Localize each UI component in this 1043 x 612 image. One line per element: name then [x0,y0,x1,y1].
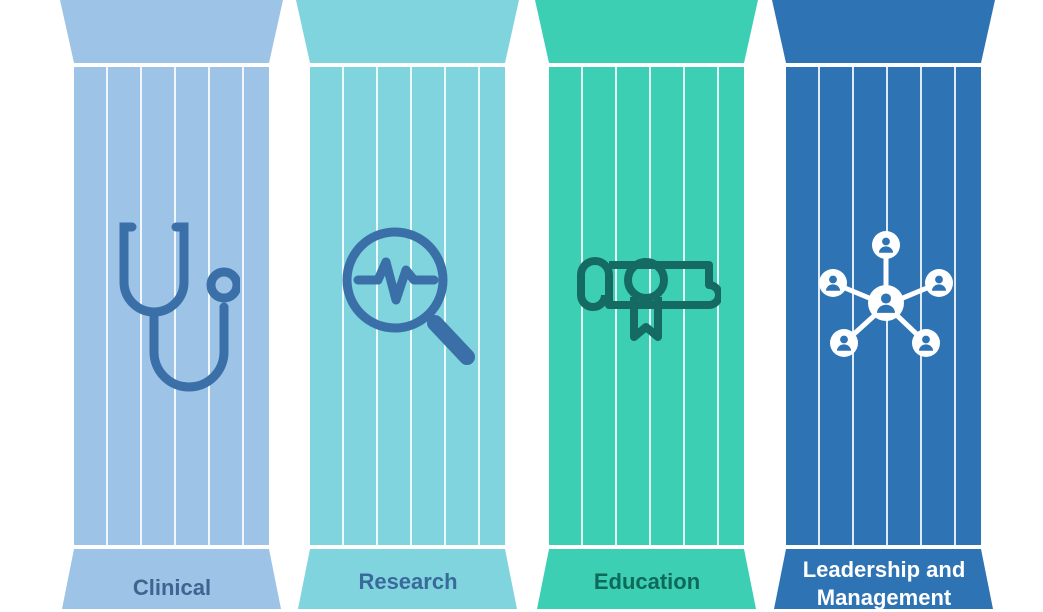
pillar-shaft [310,67,505,545]
pillar-base [774,549,993,609]
pillar-leadership-and-management: Leadership and Management [772,0,1008,610]
pillar-clinical: Clinical [60,0,296,609]
stethoscope-icon [104,215,242,395]
pillar-base [298,549,517,609]
diploma-icon [571,215,723,395]
pillar-research: Research [296,0,532,609]
pillar-label: Leadership and Management [802,557,966,610]
pillar-top-cap [772,0,995,63]
pillar-label: Clinical [132,575,212,600]
pillar-label: Research [358,569,458,594]
pillar-top-cap [535,0,758,63]
magnifier-pulse-icon [340,215,476,395]
pillar-base [62,549,281,609]
network-people-icon [816,215,953,395]
pillar-education: Education [535,0,771,609]
pillar-label: Education [593,569,701,594]
pillar-top-cap [60,0,283,63]
pillar-top-cap [296,0,519,63]
pillar-base [537,549,756,609]
